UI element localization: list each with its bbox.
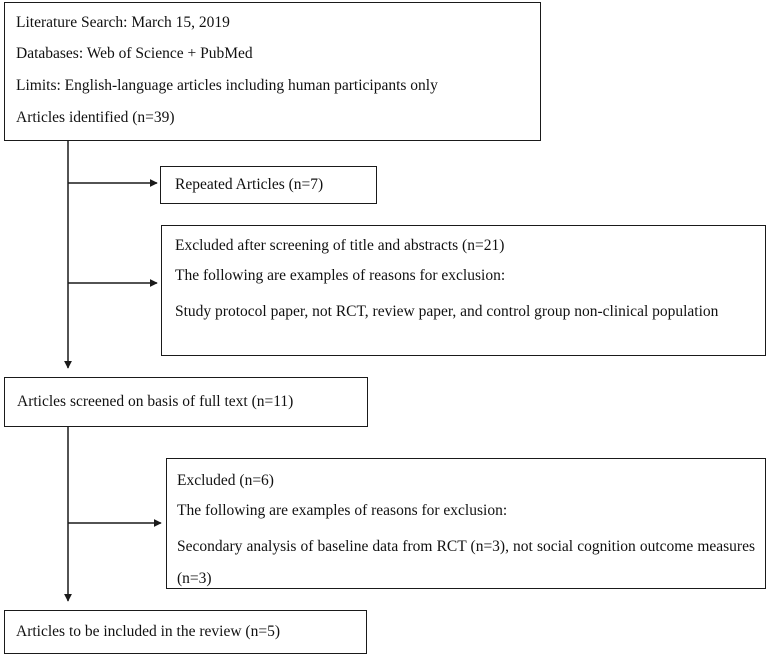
excluded-full-text-box: Excluded (n=6) The following are example… <box>166 458 766 589</box>
excluded-screening-intro-text: The following are examples of reasons fo… <box>175 267 506 284</box>
excluded-screening-box: Excluded after screening of title and ab… <box>161 225 766 356</box>
excluded-full-text-count-text: Excluded (n=6) <box>177 472 274 489</box>
articles-identified-text: Articles identified (n=39) <box>16 109 175 126</box>
included-articles-text: Articles to be included in the review (n… <box>16 623 280 640</box>
search-box: Literature Search: March 15, 2019 Databa… <box>4 2 541 141</box>
search-date-text: Literature Search: March 15, 2019 <box>16 14 230 31</box>
excluded-screening-count-text: Excluded after screening of title and ab… <box>175 237 505 254</box>
included-articles-box: Articles to be included in the review (n… <box>4 610 367 654</box>
search-limits-text: Limits: English-language articles includ… <box>16 77 438 94</box>
excluded-full-text-reasons-text: Secondary analysis of baseline data from… <box>177 538 755 587</box>
repeated-articles-box: Repeated Articles (n=7) <box>160 166 377 204</box>
search-databases-text: Databases: Web of Science + PubMed <box>16 45 253 62</box>
full-text-screened-text: Articles screened on basis of full text … <box>17 393 294 410</box>
excluded-screening-reasons-text: Study protocol paper, not RCT, review pa… <box>175 303 719 320</box>
full-text-screened-box: Articles screened on basis of full text … <box>4 377 368 427</box>
excluded-full-text-intro-text: The following are examples of reasons fo… <box>177 502 508 519</box>
repeated-articles-text: Repeated Articles (n=7) <box>175 176 324 193</box>
